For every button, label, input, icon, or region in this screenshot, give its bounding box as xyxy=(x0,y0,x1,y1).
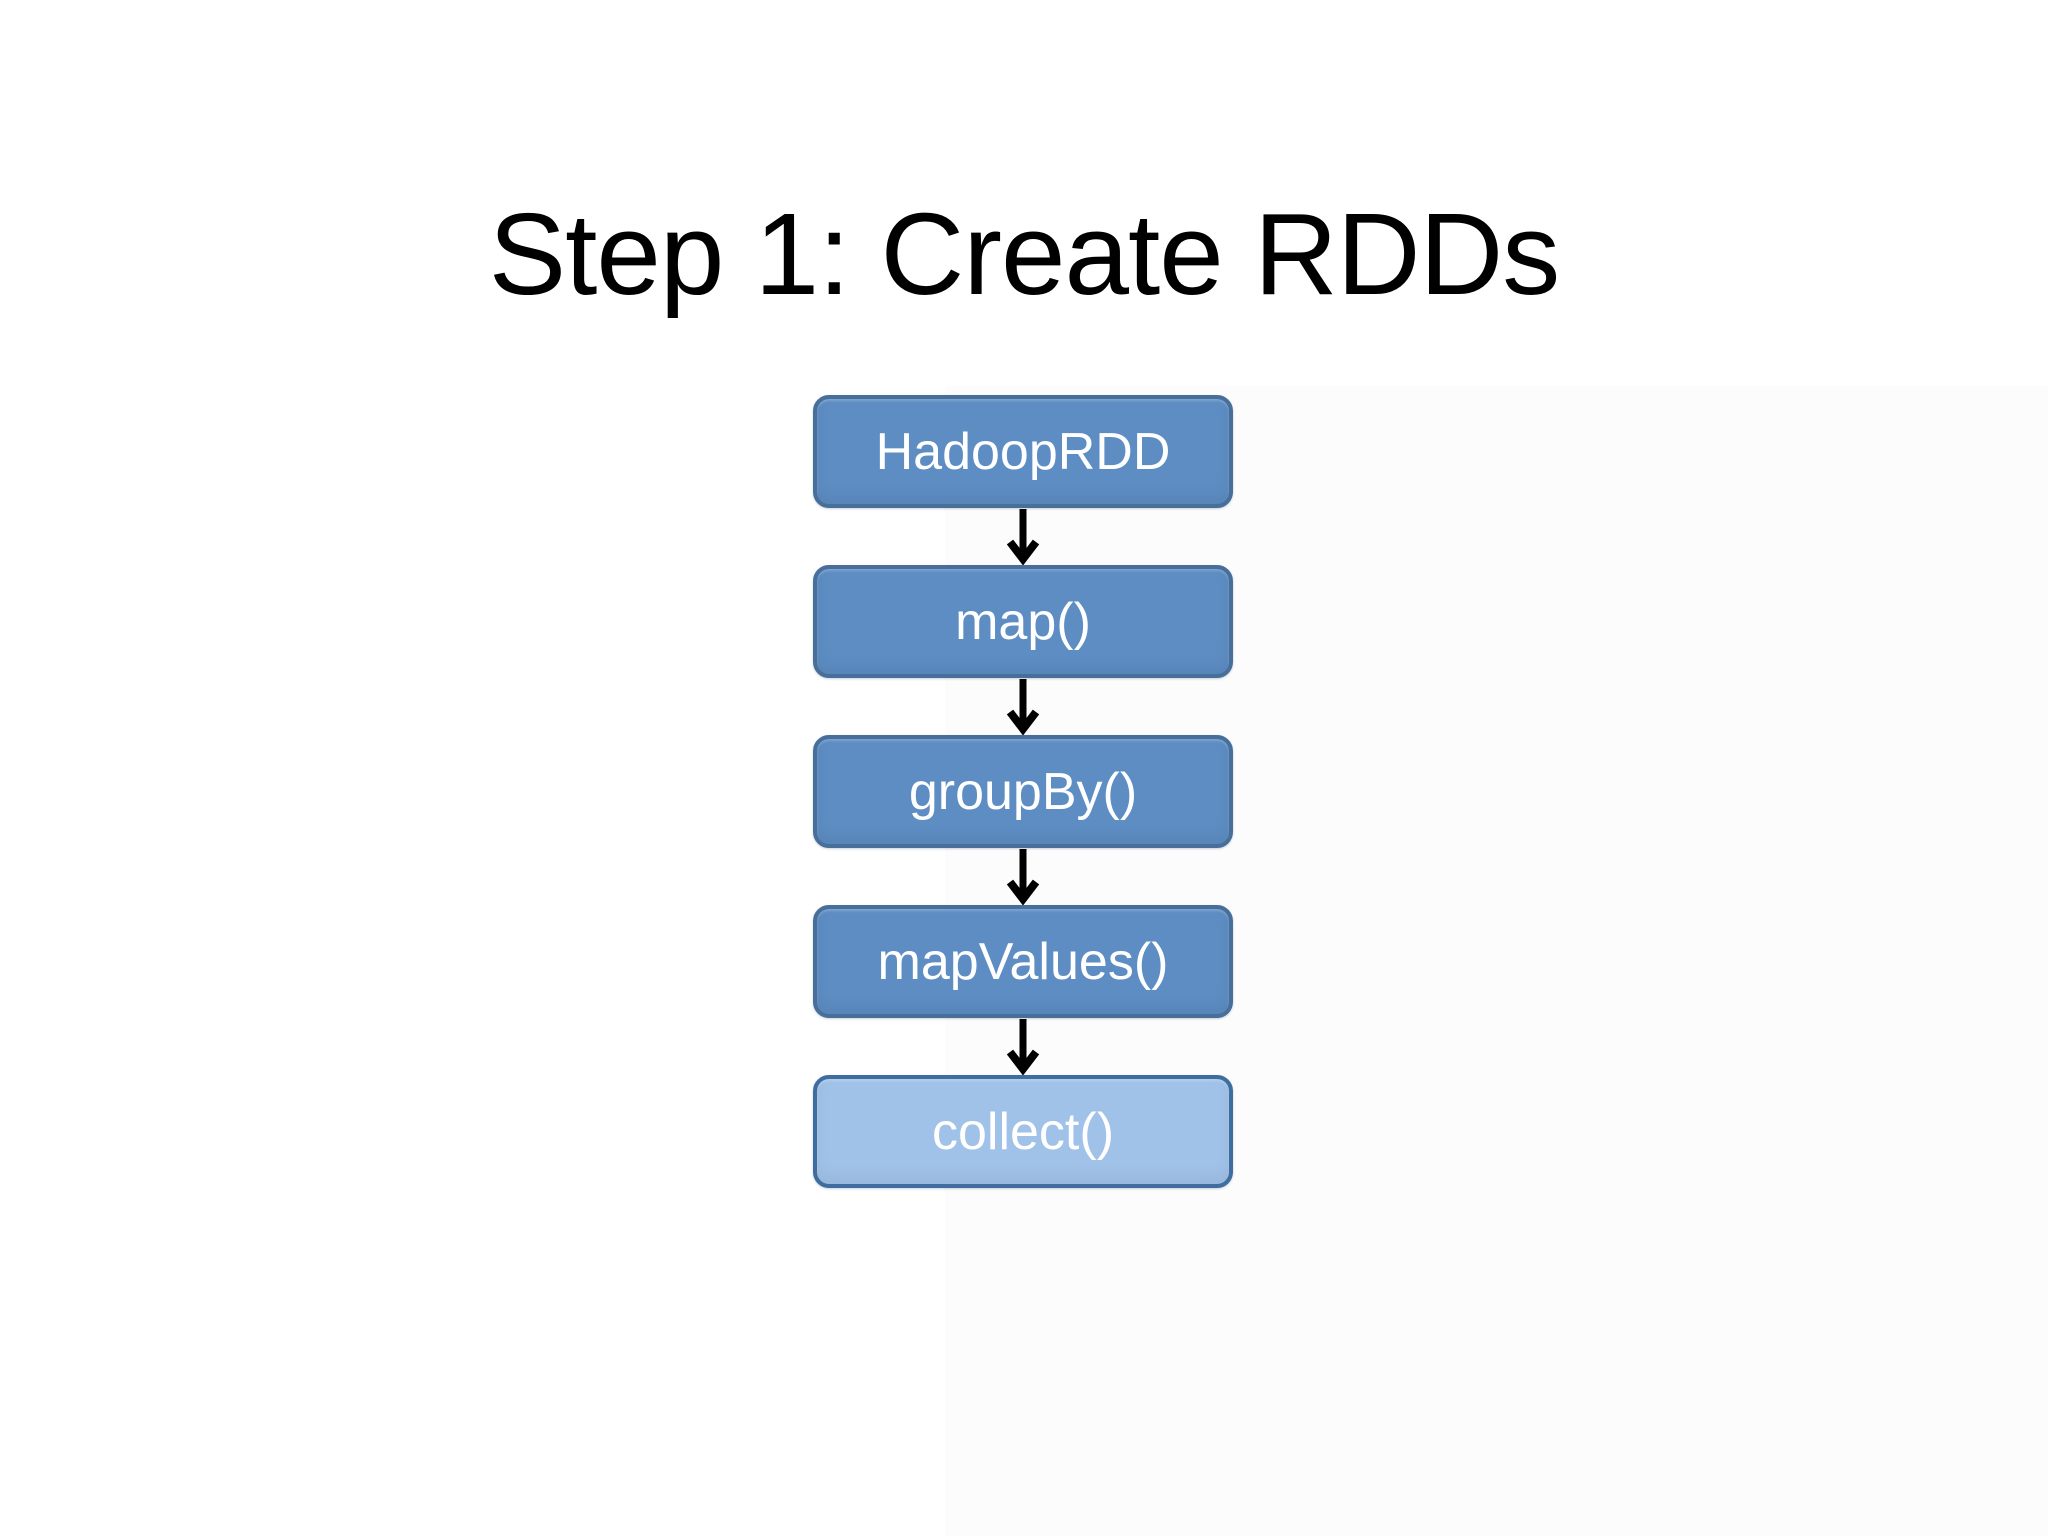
flow-node-hadooprdd: HadoopRDD xyxy=(813,395,1233,508)
flow-node-label: map() xyxy=(955,592,1091,651)
flow-node-mapvalues: mapValues() xyxy=(813,905,1233,1018)
flow-node-label: HadoopRDD xyxy=(875,422,1171,481)
down-arrow-icon xyxy=(1006,679,1040,735)
flow-node-label: groupBy() xyxy=(908,762,1138,821)
flow-node-collect: collect() xyxy=(813,1075,1233,1188)
rdd-flowchart: HadoopRDD map() groupBy() mapValues() xyxy=(813,395,1233,1188)
flow-node-map: map() xyxy=(813,565,1233,678)
flow-node-label: mapValues() xyxy=(877,932,1169,991)
page-title: Step 1: Create RDDs xyxy=(488,188,1561,319)
down-arrow-icon xyxy=(1006,849,1040,905)
down-arrow-icon xyxy=(1006,509,1040,565)
flow-node-label: collect() xyxy=(931,1102,1115,1161)
flow-node-groupby: groupBy() xyxy=(813,735,1233,848)
down-arrow-icon xyxy=(1006,1019,1040,1075)
